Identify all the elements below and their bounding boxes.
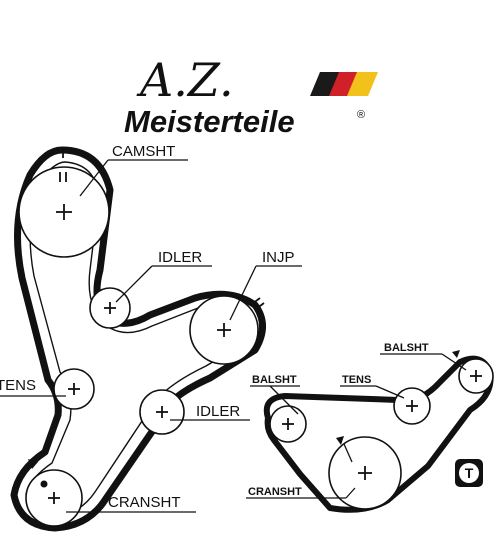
tens-label: TENS <box>0 377 36 394</box>
main-timing-belt <box>10 146 266 532</box>
bal-tens-label: TENS <box>342 374 371 386</box>
balsht-left-leader <box>269 385 299 415</box>
balance-belt-badge: T <box>455 459 483 487</box>
main-timing-belt-inner <box>25 161 252 517</box>
balsht-right-timing-arrow <box>452 350 460 358</box>
cransht-label: CRANSHT <box>108 494 181 511</box>
idler-upper-label: IDLER <box>158 249 202 266</box>
tensioner-pulley <box>53 368 95 410</box>
camshaft-label: CAMSHT <box>112 143 175 160</box>
badge-letter: T <box>465 465 474 481</box>
injp-timing-mark <box>251 297 261 305</box>
balance-belt-diagram: BALSHT TENS BALSHT CRANSHT <box>246 342 494 513</box>
balance-crankshaft-pulley <box>328 436 402 510</box>
logo-script-text: A.Z. <box>136 53 234 107</box>
balance-shaft-right-pulley <box>452 350 494 394</box>
bal-cransht-label: CRANSHT <box>248 486 302 498</box>
balance-tensioner-pulley <box>393 387 431 425</box>
logo-registered-mark: ® <box>357 109 365 121</box>
logo-brand-text: Meisterteile <box>124 104 295 139</box>
bal-cransht-leader <box>345 487 356 499</box>
balsht-right-label: BALSHT <box>384 342 429 354</box>
crankshaft-timing-dot <box>40 480 48 488</box>
camshaft-leader <box>79 159 109 197</box>
main-belt-diagram: CAMSHT IDLER INJP TENS <box>0 143 302 532</box>
brand-logo: A.Z. Meisterteile ® <box>124 53 378 139</box>
injection-pump-pulley <box>189 295 265 365</box>
bal-tens-leader <box>375 385 405 399</box>
idler-pulley-lower <box>139 389 185 435</box>
balance-crank-timing-arrow <box>336 436 344 445</box>
balsht-left-label: BALSHT <box>252 374 297 386</box>
logo-stripe-gold <box>347 72 378 96</box>
balsht-right-leader <box>441 353 467 371</box>
idler-upper-leader <box>115 265 153 303</box>
balance-shaft-left-pulley <box>269 405 307 443</box>
injp-label: INJP <box>262 249 295 266</box>
idler-lower-label: IDLER <box>196 403 240 420</box>
injp-leader <box>229 265 257 321</box>
crankshaft-timing-arrow <box>28 459 38 469</box>
camshaft-pulley <box>18 148 110 258</box>
logo-color-stripes <box>310 72 378 96</box>
crankshaft-pulley <box>25 459 83 527</box>
